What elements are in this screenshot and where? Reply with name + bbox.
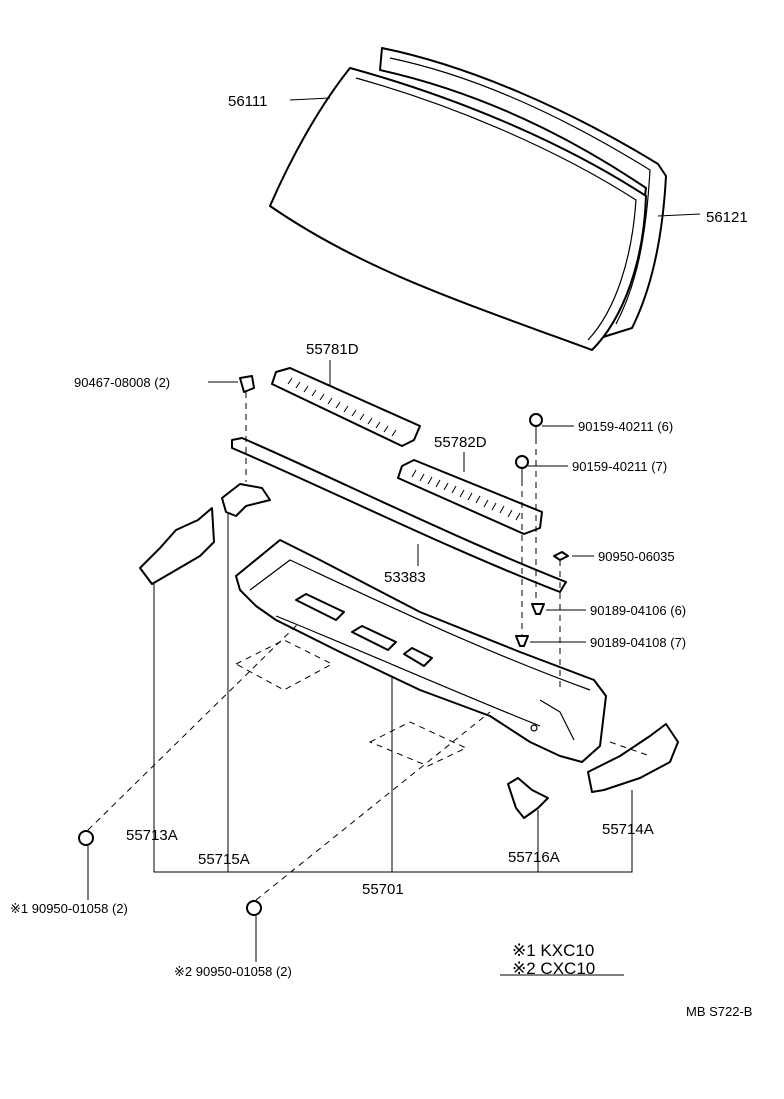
label-90950-01058-2: ※2 90950-01058 (2)	[174, 964, 292, 979]
label-90467-08008: 90467-08008 (2)	[74, 375, 170, 390]
label-55715A: 55715A	[198, 851, 250, 868]
screw-90159b-icon	[515, 455, 529, 480]
legend-row-2: ※2 CXC10	[512, 959, 595, 978]
grommet-2-icon	[246, 900, 262, 916]
bracket-55716A	[507, 777, 549, 819]
label-53383: 53383	[384, 569, 426, 586]
label-56111: 56111	[228, 93, 268, 110]
label-90159-40211-6: 90159-40211 (6)	[578, 419, 673, 434]
label-55782D: 55782D	[434, 434, 487, 451]
grommet-1-icon	[78, 830, 94, 846]
clip-90467-icon	[239, 375, 255, 393]
legend-row-1: ※1 KXC10	[512, 941, 594, 960]
label-90950-06035: 90950-06035	[598, 549, 675, 564]
clip-90950-06035-icon	[553, 551, 569, 561]
label-55701: 55701	[362, 881, 404, 898]
cowl-side-panel-right	[587, 723, 679, 793]
leader-lines	[87, 97, 701, 976]
label-90159-40211-7: 90159-40211 (7)	[572, 459, 667, 474]
label-56121: 56121	[706, 209, 748, 226]
clip-90189b-icon	[515, 635, 529, 647]
label-90950-01058-1: ※1 90950-01058 (2)	[10, 901, 128, 916]
reference-code: MB S722-B	[686, 1004, 752, 1019]
cowl-seal-strip	[231, 437, 567, 593]
bracket-55715A	[221, 483, 271, 517]
windshield-glass	[269, 67, 647, 351]
label-55713A: 55713A	[126, 827, 178, 844]
screw-90159a-icon	[529, 413, 543, 438]
label-55781D: 55781D	[306, 341, 359, 358]
label-90189-04108: 90189-04108 (7)	[590, 635, 686, 650]
cowl-side-panel-left	[139, 507, 215, 585]
cowl-louver-lower	[397, 459, 543, 535]
cowl-panel	[235, 539, 607, 763]
clip-90189a-icon	[531, 603, 545, 615]
cowl-louver-upper	[271, 367, 421, 447]
label-55716A: 55716A	[508, 849, 560, 866]
label-90189-04106: 90189-04106 (6)	[590, 603, 686, 618]
label-55714A: 55714A	[602, 821, 654, 838]
windshield-weatherstrip	[379, 47, 667, 339]
